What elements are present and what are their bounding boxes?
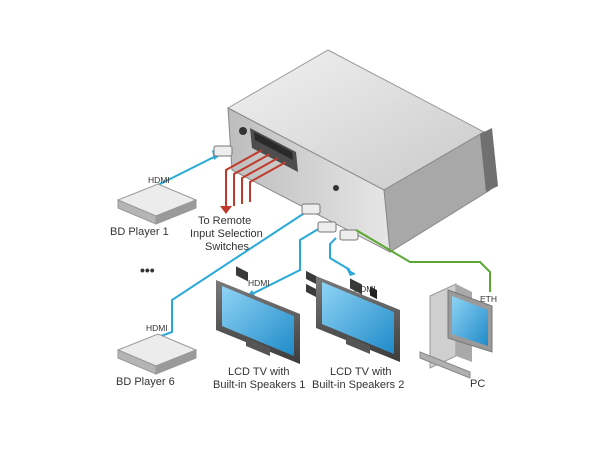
- label-bd-player-1: BD Player 1: [110, 226, 169, 238]
- ethernet-port: [350, 278, 362, 295]
- pc-workstation: [419, 283, 493, 379]
- lcd-tv-1: [216, 280, 300, 364]
- bd-player-1-side: [155, 199, 197, 225]
- remote-cable-2: [233, 153, 271, 206]
- rear-knob: [239, 127, 247, 135]
- connector-hdmi-in: [213, 145, 233, 157]
- hdmi-in-port: [236, 266, 248, 282]
- pc-monitor-screen: [452, 296, 488, 346]
- connector-hdmi-6: [301, 203, 321, 215]
- hdmi-out-port-1: [306, 270, 316, 285]
- cable-label-hdmi-in-1: HDMI: [148, 175, 170, 185]
- hdmi-cable-tv1: [247, 227, 321, 297]
- label-tv2-line2: Built-in Speakers 2: [312, 379, 404, 391]
- rear-knob-2: [333, 185, 339, 191]
- label-remote-line2: Input Selection: [190, 228, 263, 240]
- label-remote-line1: To Remote: [198, 215, 251, 227]
- hdmi-out-port-2: [306, 283, 316, 298]
- bd-player-6-side: [155, 349, 197, 375]
- cable-connectors: [213, 145, 359, 241]
- cable-label-hdmi-out-2: HDMI: [354, 284, 376, 294]
- cable-label-hdmi-in-6: HDMI: [146, 323, 168, 333]
- label-remote-line3: Switches: [205, 241, 250, 253]
- tv-2-stand: [346, 336, 370, 354]
- connector-hdmi-out-2: [339, 229, 359, 241]
- label-bd-player-6: BD Player 6: [116, 376, 175, 388]
- switcher-unit: [226, 49, 498, 300]
- tv-1-screen: [222, 286, 294, 356]
- label-tv1-line1: LCD TV with: [228, 366, 290, 378]
- remote-arrow-head: [220, 206, 232, 214]
- lcd-tv-2: [316, 276, 400, 362]
- cable-label-eth: ETH: [480, 294, 497, 304]
- hdmi-cable-tv2: [329, 237, 351, 271]
- remote-cable-3: [241, 157, 279, 204]
- tv-2-screen: [322, 282, 394, 354]
- eth-cable: [355, 229, 491, 292]
- terminal-block-pins: [254, 132, 293, 160]
- label-pc: PC: [470, 378, 485, 390]
- remote-cable-4: [249, 161, 287, 202]
- label-tv1-line2: Built-in Speakers 1: [213, 379, 305, 391]
- pc-keyboard: [419, 351, 471, 379]
- label-tv2-line1: LCD TV with: [330, 366, 392, 378]
- tv-1-stand: [246, 338, 270, 356]
- label-ellipsis: •••: [140, 262, 155, 278]
- switcher-ear: [480, 128, 498, 192]
- bd-player-1: [116, 183, 198, 225]
- bd-player-6: [116, 333, 198, 375]
- hdmi-arrow-tv2: [346, 268, 356, 276]
- remote-cable-1: [225, 149, 263, 208]
- power-port: [370, 286, 377, 300]
- remote-cables: [225, 149, 287, 208]
- cable-label-hdmi-out-1: HDMI: [248, 278, 270, 288]
- connector-hdmi-out-1: [317, 221, 337, 233]
